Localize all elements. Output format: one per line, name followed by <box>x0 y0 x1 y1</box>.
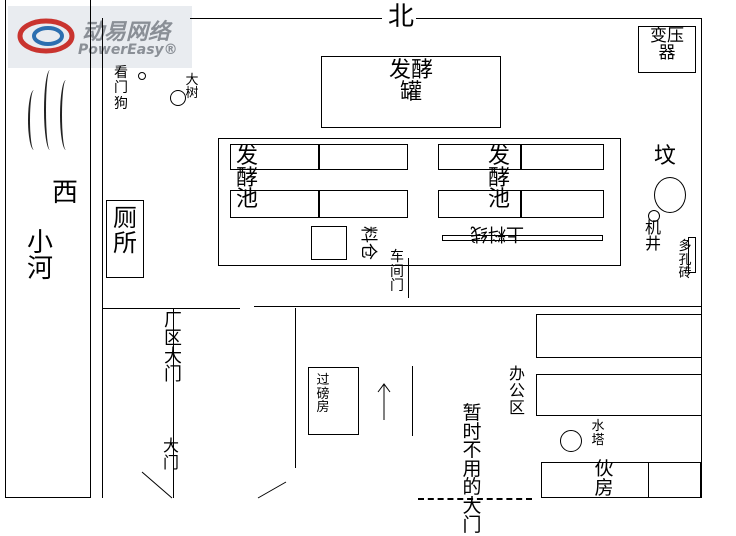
logo-chinese-text: 动易网络 <box>82 20 171 45</box>
canteen-label: 伙房 <box>594 458 614 499</box>
direction-arrow-icon <box>377 383 391 420</box>
brick-stack <box>688 237 696 273</box>
logo-english-text: PowerEasy® <box>78 42 178 58</box>
compass-west: 西 <box>52 178 79 208</box>
pool-right-bottom-a <box>438 190 521 218</box>
canteen-divider <box>648 462 649 498</box>
factory-east-wall <box>701 18 702 498</box>
transformer-box <box>638 26 696 73</box>
river-label: 小河 <box>26 228 53 284</box>
road-line <box>102 308 240 309</box>
silo-box <box>311 226 347 260</box>
pool-right-top-b <box>521 144 604 170</box>
grave-marker <box>654 177 686 213</box>
pool-left-bottom-a <box>230 190 319 218</box>
factory-zone-label: 厂区大门 <box>164 310 182 385</box>
office-building <box>536 374 702 416</box>
water-tower-label: 水塔 <box>591 419 605 448</box>
transformer-label: 变压器 <box>650 26 684 63</box>
canteen-box <box>541 462 701 498</box>
water-tower-marker <box>560 430 582 452</box>
main-gate-label: 大门 <box>162 436 179 472</box>
pool-right-top-a <box>438 144 521 170</box>
pool-left-bottom-b <box>319 190 408 218</box>
main-gate-doors <box>141 471 287 499</box>
multi-hole-brick-label: 多孔砖 <box>678 239 692 282</box>
fermentation-pool-right-label: 发酵池 <box>487 144 510 213</box>
road-divider <box>173 308 174 498</box>
toilet-label: 厕所 <box>113 204 137 258</box>
big-tree-marker <box>170 90 186 106</box>
weighing-room-label: 过磅房 <box>316 373 330 416</box>
water-ripple <box>44 70 56 150</box>
pool-left-top-b <box>319 144 408 170</box>
temp-gate-label: 暂时不用的大门 <box>462 402 482 536</box>
river-left-bank <box>5 0 6 498</box>
temp-gate-line <box>418 498 532 500</box>
office-building <box>536 314 702 358</box>
water-ripple <box>60 80 72 150</box>
road-line <box>254 306 701 307</box>
factory-north-wall <box>190 18 382 19</box>
big-tree-label: 大树 <box>185 73 199 101</box>
weighing-room <box>308 367 359 435</box>
machine-well-marker <box>648 210 660 222</box>
logo-swirl-icon <box>17 18 75 54</box>
pool-right-bottom-b <box>521 190 604 218</box>
river-bottom <box>5 497 91 498</box>
road-divider <box>412 366 413 436</box>
road-divider <box>408 258 409 298</box>
factory-north-wall <box>416 18 702 19</box>
road-divider <box>295 308 296 468</box>
grave-label: 坟 <box>654 144 677 169</box>
water-ripple <box>28 90 40 150</box>
office-area-label: 办公区 <box>508 364 525 417</box>
fermentation-tank-label: 发酵罐 <box>388 58 433 105</box>
river-right-bank <box>90 0 91 498</box>
factory-west-wall <box>102 18 103 498</box>
poweresy-logo: 动易网络 PowerEasy® <box>8 6 192 68</box>
toilet-box <box>106 200 144 278</box>
workshop-door-label: 车间门 <box>390 249 404 295</box>
compass-north: 北 <box>388 2 415 32</box>
feeding-line <box>442 235 603 241</box>
silo-label: 料仓 <box>358 226 378 260</box>
fermentation-tank <box>321 56 501 128</box>
fermentation-pool-left-label: 发酵池 <box>235 144 258 213</box>
pool-left-top-a <box>230 144 319 170</box>
feeding-line-label: 上料线 <box>470 223 524 244</box>
watchdog-label: 看门狗 <box>114 65 128 112</box>
fermentation-workshop <box>218 138 621 266</box>
machine-well-label: 机井 <box>644 218 661 253</box>
watchdog-marker <box>138 72 146 80</box>
